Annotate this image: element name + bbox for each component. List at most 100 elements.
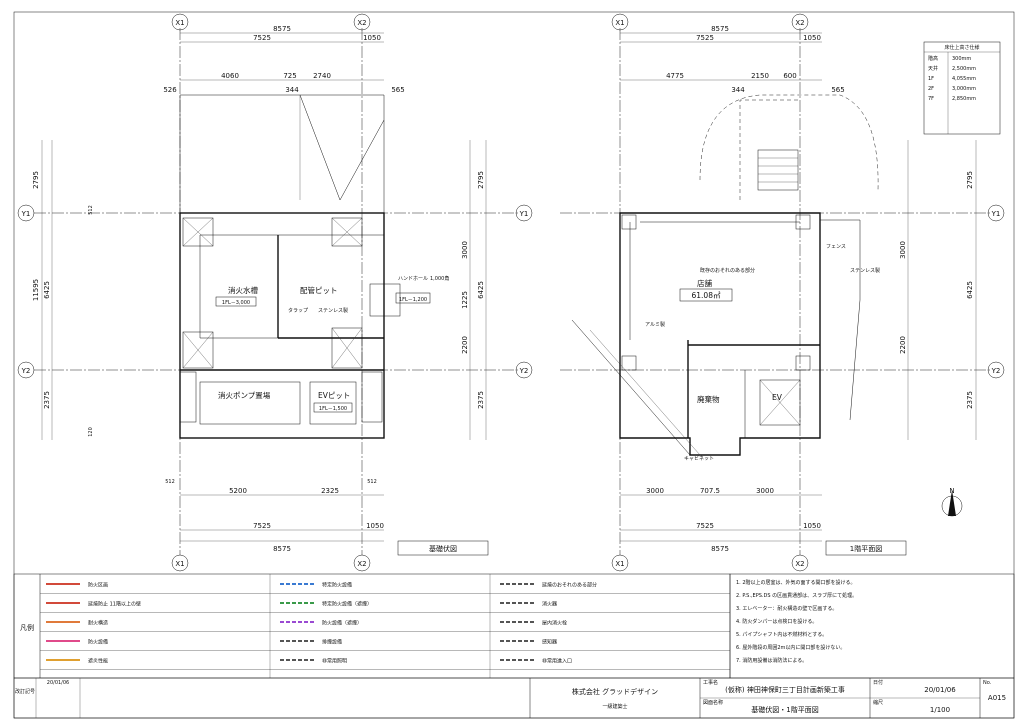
left-plan-title-box	[397, 540, 489, 556]
dim-text: 8575	[711, 25, 729, 33]
column	[795, 355, 811, 371]
pump-room-box	[199, 381, 301, 425]
project-label: 工事名	[703, 679, 718, 686]
pump-room-label: 消火ポンプ置場	[218, 390, 271, 400]
column	[331, 327, 363, 369]
ev-shaft	[759, 379, 801, 426]
spec-value: 2,850mm	[952, 96, 976, 102]
grid-label-y1: Y1	[21, 210, 31, 218]
legend-item-label: 延焼のおそれのある部分	[542, 582, 597, 589]
dim-text: 2325	[321, 487, 339, 495]
shop-area: 61.08㎡	[692, 291, 721, 300]
grid-label-y2-right: Y2	[519, 367, 529, 375]
north-label: N	[949, 487, 954, 495]
grid-bubble-x2-top	[353, 13, 371, 31]
ev-pit-level: 1FL－1,500	[319, 406, 347, 412]
left-plan-title: 基礎伏図	[429, 544, 457, 553]
drawing-number: A015	[988, 694, 1006, 702]
column	[621, 355, 637, 371]
title-block: 改訂記号 20/01/06 株式会社 グラッドデザイン 一級建築士 工事名 (仮…	[13, 677, 1015, 719]
columns	[179, 217, 383, 423]
upper-outline	[179, 94, 385, 213]
grid-bubble-y2-left	[17, 361, 35, 379]
note-line: 6. 屋外階段の周囲2m以内に開口部を設けない。	[736, 644, 845, 651]
dim-text: 4775	[666, 72, 684, 80]
aluminum-note: アルミ製	[645, 321, 665, 328]
dim-text: 8575	[273, 545, 291, 553]
column	[331, 217, 363, 247]
spec-table-box	[923, 41, 1001, 135]
company-name: 株式会社 グラッドデザイン	[572, 687, 658, 696]
roof-dash	[739, 99, 800, 200]
dim-text: 2200	[461, 336, 469, 354]
drawing-name: 基礎伏図・1階平面図	[751, 705, 818, 714]
grid-bubble-x2-bottom	[791, 554, 809, 572]
dim-text: 8575	[273, 25, 291, 33]
north-arrow-icon	[948, 490, 956, 516]
grid-label-x1: X1	[175, 19, 184, 27]
dim-text: 3000	[461, 241, 469, 259]
grid-label-x2: X2	[357, 19, 366, 27]
spec-value: 3,000mm	[952, 86, 976, 92]
pit-level-tag	[395, 292, 431, 304]
dim-text: 6425	[477, 281, 485, 299]
grid-label-y2: Y2	[21, 367, 31, 375]
legend-item-label: 耐火構造	[88, 620, 108, 627]
dim-text: 344	[285, 86, 299, 94]
legend-item-label: 特定防火設備	[322, 582, 352, 589]
stainless-note: ステンレス製	[850, 267, 880, 274]
spec-key: 1F	[928, 76, 934, 82]
note-line: 1. 2階以上の居室は、外気の面する開口部を設ける。	[736, 579, 856, 586]
note-handhole: ハンドホール	[398, 276, 428, 282]
grid-label-y1-right: Y1	[519, 210, 529, 218]
dim-text: 2795	[477, 171, 485, 189]
grid-bubble-x1-bottom	[171, 554, 189, 572]
grid-label-y2: Y2	[991, 367, 1001, 375]
note-line: 4. 防火ダンパーは点検口を設ける。	[736, 618, 817, 625]
company-sub: 一級建築士	[602, 703, 627, 710]
dim-text: 600	[783, 72, 796, 80]
ev-pit-label: EVピット	[318, 391, 350, 400]
column	[182, 217, 214, 247]
note-line: 5. パイプシャフト内は不燃材料とする。	[736, 631, 827, 638]
dim-text: 2375	[477, 391, 485, 409]
dim-text: 120	[88, 427, 94, 437]
legend-box	[13, 573, 731, 679]
dim-text: 725	[283, 72, 296, 80]
foundation-plan: X1 X2 X1 X2 Y1 Y2 Y1 Y2 8575 7525 1050 4…	[17, 13, 533, 572]
spec-value: 2,500mm	[952, 66, 976, 72]
dim-text: 6425	[43, 281, 51, 299]
date-value: 20/01/06	[924, 686, 956, 694]
grid-bubble-y1-right	[515, 204, 533, 222]
canopy-outline	[699, 94, 879, 191]
grid-bubble-x1-top	[611, 13, 629, 31]
scale-label: 縮尺	[873, 699, 883, 706]
dim-text: 2375	[43, 391, 51, 409]
dim-text: 1050	[366, 522, 384, 530]
grid-label-y1: Y1	[991, 210, 1001, 218]
spec-value: 4,055mm	[952, 76, 976, 82]
dim-text: 7525	[696, 522, 714, 530]
grid-bubble-x1-top	[171, 13, 189, 31]
legend-item-label: 排煙設備	[322, 639, 342, 646]
dim-text: 3000	[646, 487, 664, 495]
dim-text: 3000	[899, 241, 907, 259]
column	[182, 331, 214, 369]
dim-text: 512	[165, 479, 175, 485]
title-block-frame	[13, 677, 1015, 719]
note-stainless: ステンレス製	[318, 307, 348, 314]
dim-text: 1050	[363, 34, 381, 42]
trash-room-label: 廃棄物	[697, 394, 720, 404]
legend-item-label: 防火設備	[88, 639, 108, 646]
grid-label-x1-bottom: X1	[615, 560, 624, 568]
fire-tank-level: 1FL－3,000	[222, 300, 250, 306]
dim-text: 2795	[32, 171, 40, 189]
grid-label-x1: X1	[615, 19, 624, 27]
foundation-outline	[179, 212, 385, 439]
shop-note: 既存のおそれのある部分	[700, 267, 755, 274]
column	[795, 214, 811, 230]
ev-pit-box	[309, 381, 357, 425]
notes-box: 1. 2階以上の居室は、外気の面する開口部を設ける。2. P.S.,EPS.DS…	[729, 573, 1015, 679]
dim-text: 7525	[253, 522, 271, 530]
